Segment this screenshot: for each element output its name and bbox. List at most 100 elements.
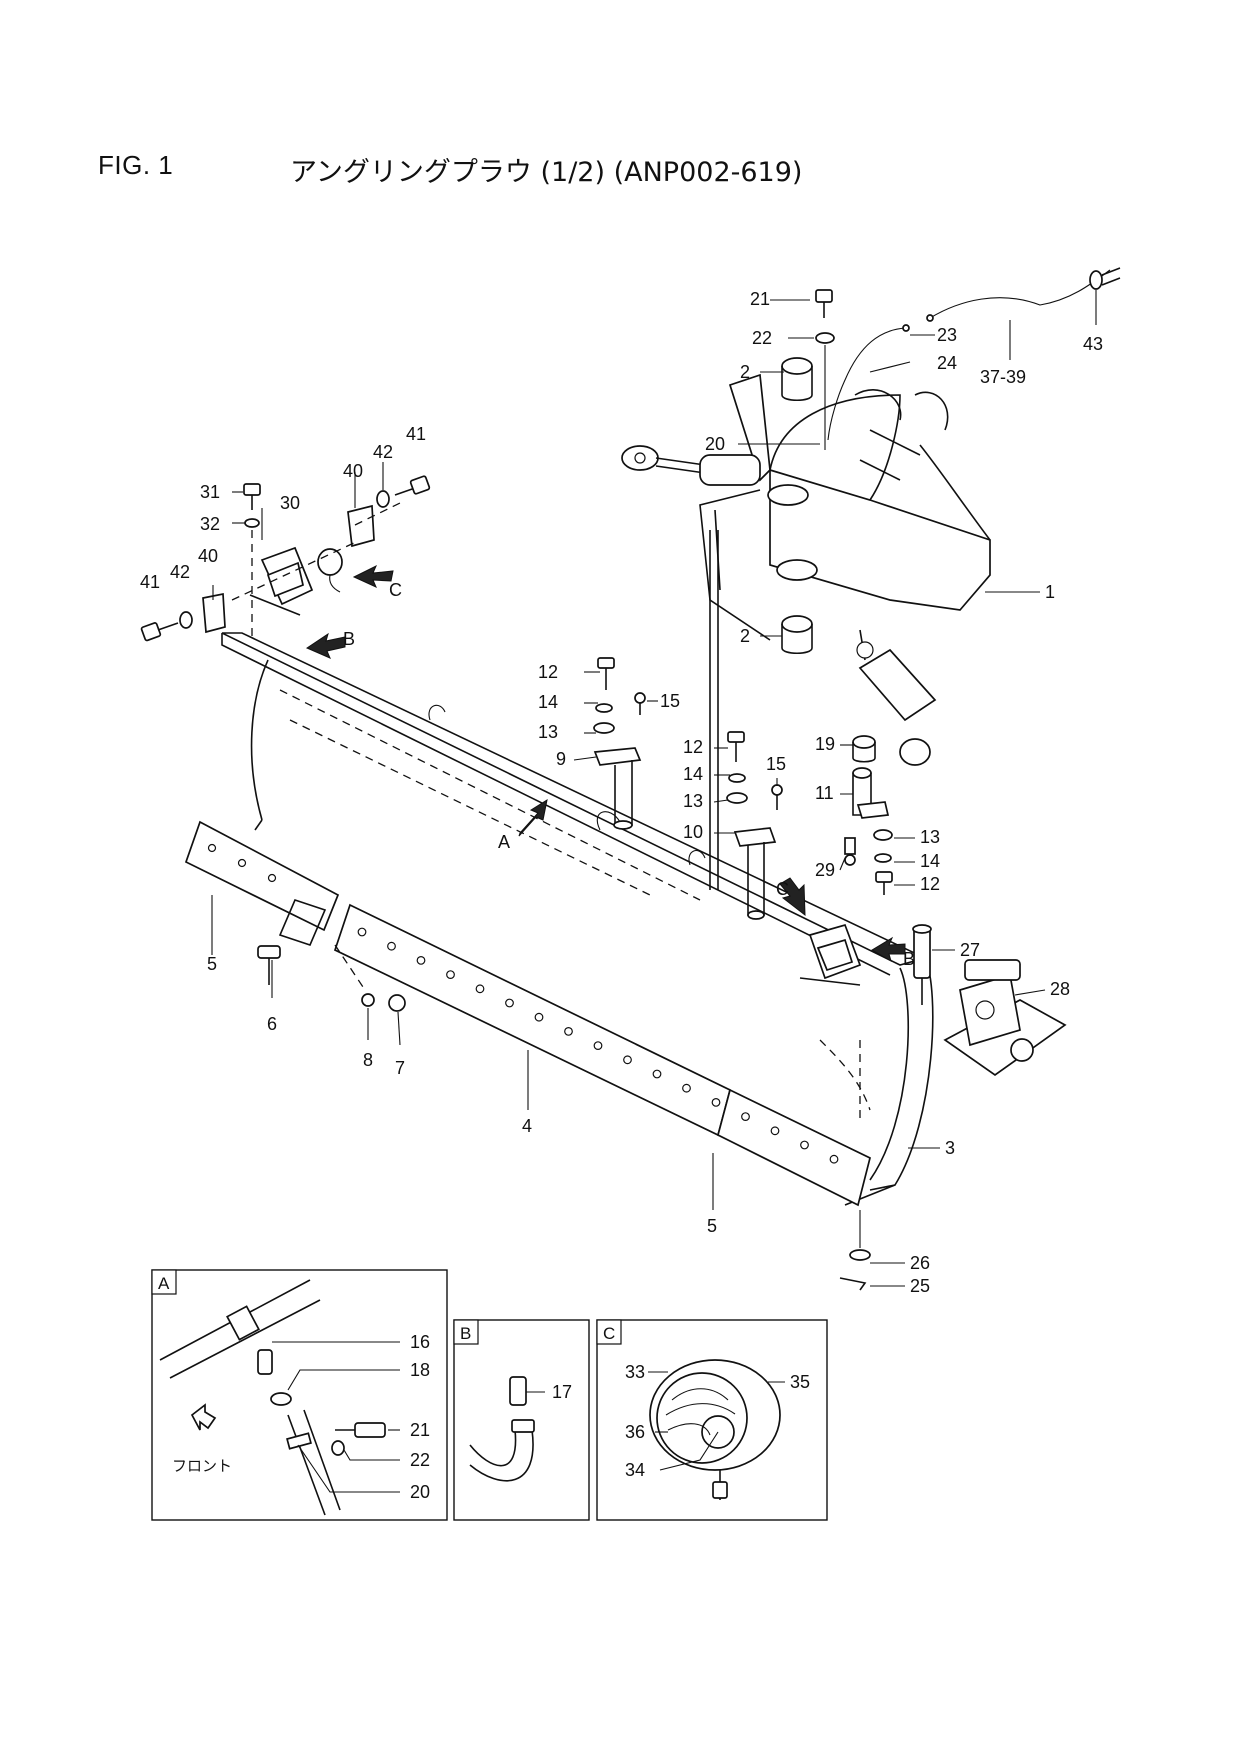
callout-14-mid: 14 bbox=[683, 764, 703, 784]
cotter-25 bbox=[839, 1277, 867, 1291]
callout-2-bottom: 2 bbox=[740, 626, 750, 646]
view-arrow-b-upper bbox=[305, 632, 346, 659]
main-frame bbox=[699, 357, 991, 655]
callout-30: 30 bbox=[280, 493, 300, 513]
view-markers: A B B C C bbox=[343, 580, 915, 969]
callout-5-right: 5 bbox=[707, 1216, 717, 1236]
callout-28: 28 bbox=[1050, 979, 1070, 999]
inset-c-callout-34: 34 bbox=[625, 1460, 645, 1480]
edge-bolt-hole bbox=[505, 998, 514, 1008]
pin-9 bbox=[593, 747, 642, 830]
inset-c-callout-36: 36 bbox=[625, 1422, 645, 1442]
washer-42-left bbox=[179, 611, 193, 629]
edge-bolt-hole bbox=[800, 1140, 809, 1150]
callout-29: 29 bbox=[815, 860, 835, 880]
grommet-43 bbox=[1089, 267, 1121, 290]
washer-42-right bbox=[376, 490, 390, 508]
bolt-21-top bbox=[815, 289, 835, 344]
inset-a-callout-21: 21 bbox=[410, 1420, 430, 1440]
edge-bolt-hole bbox=[593, 1041, 603, 1050]
callout-10: 10 bbox=[683, 822, 703, 842]
leader-lines bbox=[211, 290, 1097, 1287]
washer-8 bbox=[361, 993, 375, 1007]
plate-40-right bbox=[347, 504, 375, 548]
edge-bolt-hole bbox=[711, 1097, 721, 1107]
inset-b: B 17 bbox=[453, 1319, 590, 1521]
callout-31: 31 bbox=[200, 482, 220, 502]
callout-32: 32 bbox=[200, 514, 220, 534]
edge-bolt-hole bbox=[623, 1055, 632, 1065]
callout-23: 23 bbox=[937, 325, 957, 345]
callout-5-left: 5 bbox=[207, 954, 217, 974]
inset-c-callout-33: 33 bbox=[625, 1362, 645, 1382]
edge-bolt-hole bbox=[416, 956, 426, 965]
inset-a-callout-16: 16 bbox=[410, 1332, 430, 1352]
view-arrow-c-lower bbox=[779, 877, 806, 917]
callout-1: 1 bbox=[1045, 582, 1055, 602]
pin-27 bbox=[912, 924, 932, 1005]
view-arrow-b-lower bbox=[871, 936, 906, 963]
callout-15-mid: 15 bbox=[766, 754, 786, 774]
grease-nipple-15a bbox=[634, 692, 646, 715]
view-marker-b-lower: B bbox=[903, 949, 915, 969]
inset-b-callout-17: 17 bbox=[552, 1382, 572, 1402]
callout-43: 43 bbox=[1083, 334, 1103, 354]
cutting-edge-left bbox=[184, 820, 340, 932]
bushing-19 bbox=[852, 735, 876, 763]
lamp-bulb-c bbox=[317, 548, 343, 593]
angle-cylinder bbox=[621, 445, 761, 486]
work-lamp-30 bbox=[249, 546, 314, 616]
view-marker-a: A bbox=[498, 832, 510, 852]
inset-b-letter: B bbox=[460, 1324, 471, 1343]
bolt-31 bbox=[243, 483, 261, 528]
edge-bolt-hole bbox=[829, 1154, 839, 1164]
view-marker-c-upper: C bbox=[389, 580, 402, 600]
fastener-stack-right bbox=[873, 829, 893, 895]
callout-41-right: 41 bbox=[406, 424, 426, 444]
edge-bolt-hole bbox=[446, 970, 455, 979]
nut-7 bbox=[388, 994, 406, 1012]
callout-6: 6 bbox=[267, 1014, 277, 1034]
plate-40-left bbox=[202, 592, 226, 634]
inset-c: C 33 35 36 34 bbox=[596, 1319, 828, 1521]
pin-11 bbox=[852, 767, 890, 819]
edge-bolt-hole bbox=[770, 1126, 780, 1136]
inset-a-callout-20: 20 bbox=[410, 1482, 430, 1502]
inset-a-letter: A bbox=[158, 1274, 170, 1293]
callout-4: 4 bbox=[522, 1116, 532, 1136]
callout-2-top: 2 bbox=[740, 362, 750, 382]
callout-3: 3 bbox=[945, 1138, 955, 1158]
edge-bolt-hole bbox=[387, 941, 396, 951]
edge-bolt-hole bbox=[534, 1012, 544, 1022]
callout-12-right: 12 bbox=[920, 874, 940, 894]
edge-bolt-hole bbox=[741, 1112, 750, 1121]
callout-13-mid: 13 bbox=[683, 791, 703, 811]
front-label: フロント bbox=[172, 1457, 232, 1475]
bolt-41-left bbox=[140, 622, 179, 642]
inset-a-callout-22: 22 bbox=[410, 1450, 430, 1470]
fastener-stack-left bbox=[593, 657, 615, 734]
callout-12-mid: 12 bbox=[683, 737, 703, 757]
fitting-29 bbox=[844, 837, 856, 866]
bolt-41-right bbox=[394, 475, 431, 496]
callout-42-left: 42 bbox=[170, 562, 190, 582]
bolt-6 bbox=[257, 945, 281, 985]
callout-11: 11 bbox=[815, 783, 834, 803]
view-arrow-c-upper bbox=[352, 564, 394, 588]
callout-7: 7 bbox=[395, 1058, 405, 1078]
lift-cylinder bbox=[856, 629, 937, 766]
callout-14-right: 14 bbox=[920, 851, 940, 871]
cable-37-39 bbox=[929, 269, 1111, 319]
figure-title: アングリングプラウ (1/2) (ANP002-619) bbox=[290, 157, 803, 188]
callouts: 21 22 23 24 37-39 43 2 20 1 2 12 14 15 1… bbox=[140, 289, 1103, 1296]
callout-26: 26 bbox=[910, 1253, 930, 1273]
callout-13-left: 13 bbox=[538, 722, 558, 742]
view-arrow-a bbox=[518, 798, 548, 837]
edge-bracket bbox=[278, 899, 327, 946]
hitch-bracket-28 bbox=[943, 959, 1067, 1077]
fastener-stack-mid bbox=[726, 731, 748, 804]
callout-13-right: 13 bbox=[920, 827, 940, 847]
callout-14-left: 14 bbox=[538, 692, 558, 712]
edge-bolt-hole bbox=[357, 927, 367, 937]
